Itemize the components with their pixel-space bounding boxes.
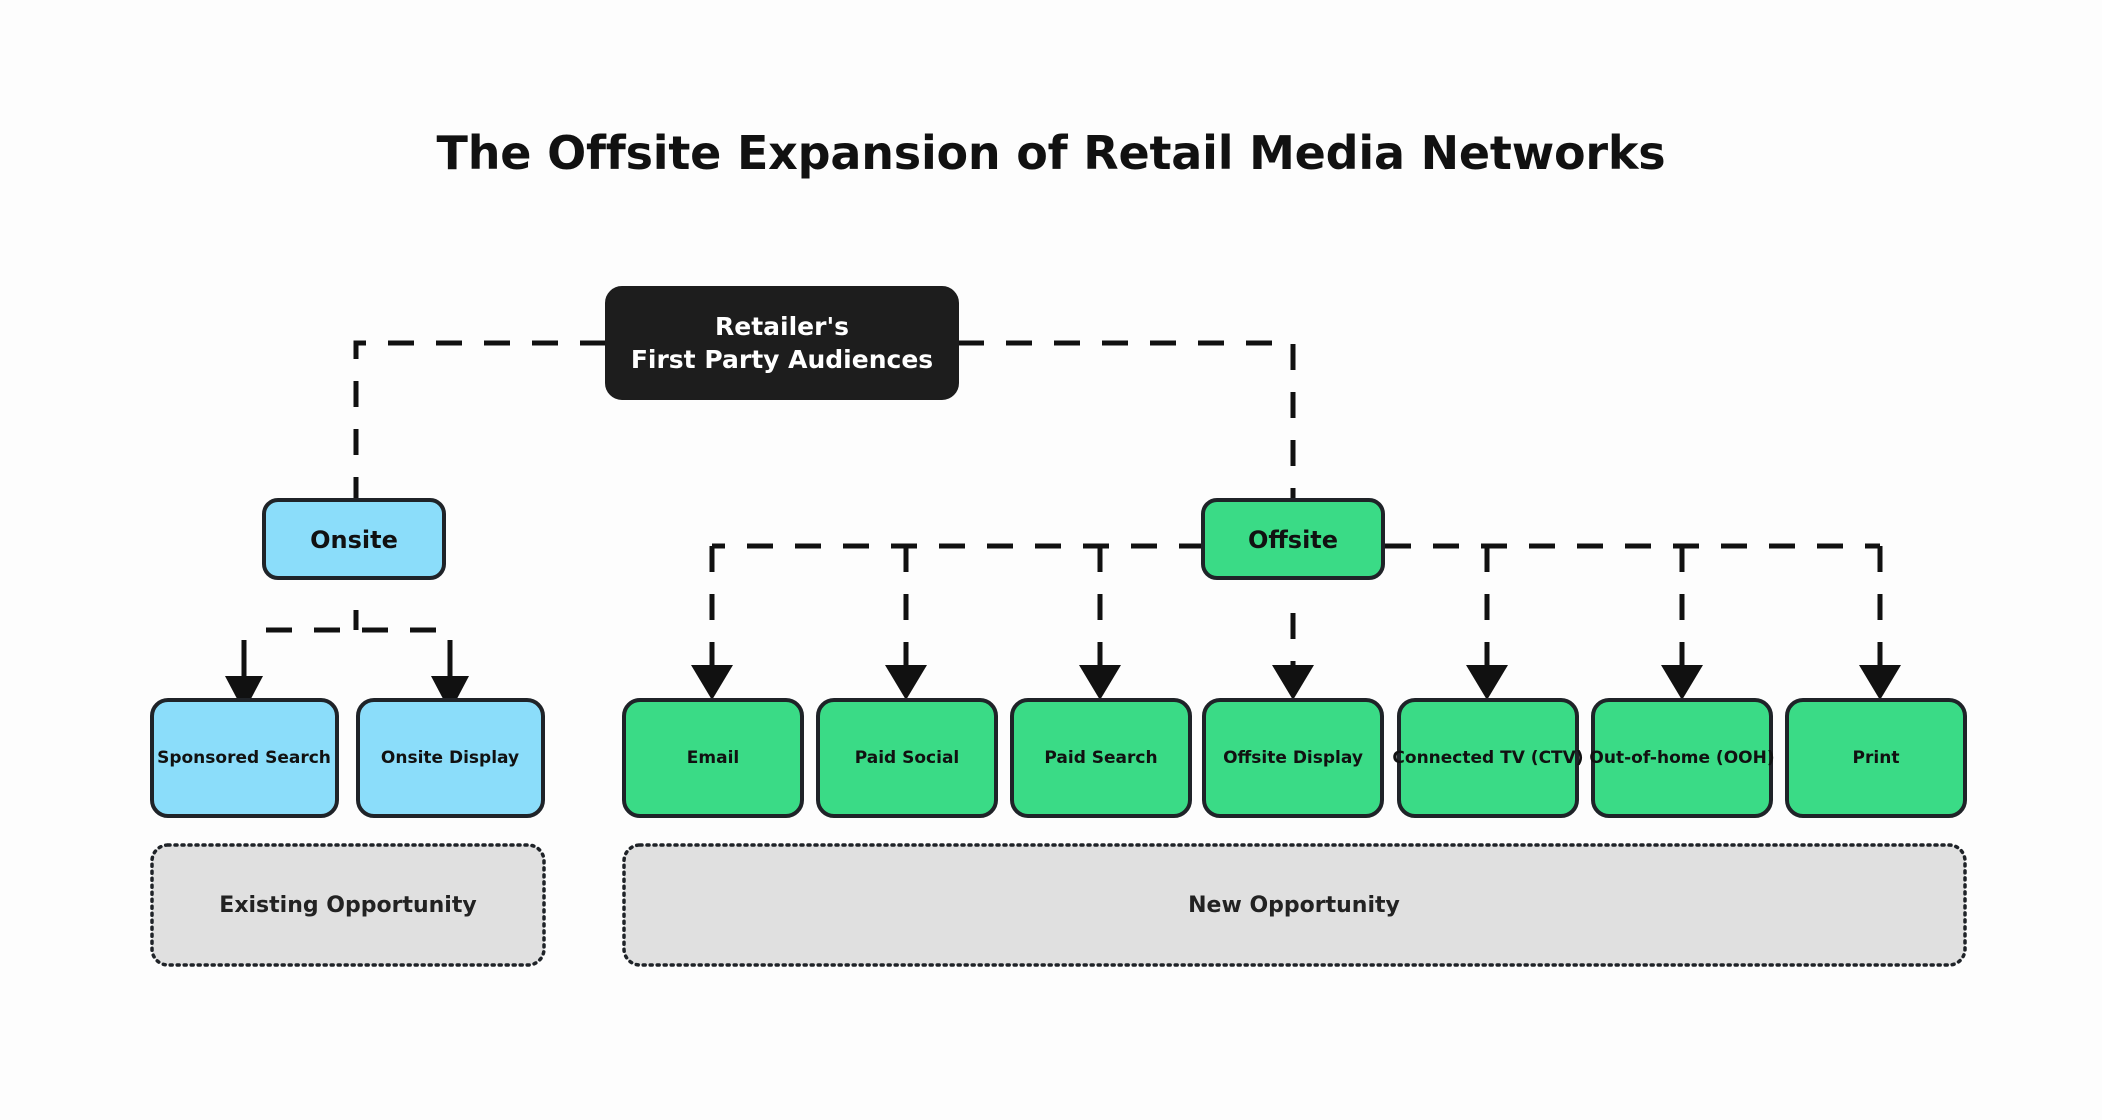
edge-root-to-onsite xyxy=(353,340,606,498)
root-node-label-line2: First Party Audiences xyxy=(631,345,933,374)
arrowhead-connected-tv xyxy=(1466,665,1508,700)
root-node-label-line1: Retailer's xyxy=(715,312,849,341)
node-onsite[interactable]: Onsite xyxy=(262,498,446,580)
arrowhead-paid-search xyxy=(1079,665,1121,700)
arrowhead-email xyxy=(691,665,733,700)
legend-new-opportunity: New Opportunity xyxy=(622,843,1967,967)
paid-social-label: Paid Social xyxy=(855,748,960,768)
node-onsite-display[interactable]: Onsite Display xyxy=(356,698,545,818)
node-paid-social[interactable]: Paid Social xyxy=(816,698,998,818)
arrowhead-print xyxy=(1859,665,1901,700)
onsite-label: Onsite xyxy=(310,526,398,554)
edge-offsite-bus-right xyxy=(1385,543,1883,675)
node-connected-tv[interactable]: Connected TV (CTV) xyxy=(1392,698,1584,818)
node-paid-search[interactable]: Paid Search xyxy=(1010,698,1192,818)
arrowhead-offsite-display xyxy=(1272,665,1314,700)
page-title: The Offsite Expansion of Retail Media Ne… xyxy=(436,126,1666,180)
arrowhead-out-of-home xyxy=(1661,665,1703,700)
edge-onsite-to-onsite-display xyxy=(431,640,469,712)
node-print[interactable]: Print xyxy=(1785,698,1967,818)
legend-existing-opportunity: Existing Opportunity xyxy=(150,843,546,967)
node-offsite-display[interactable]: Offsite Display xyxy=(1202,698,1384,818)
node-retailer-first-party-audiences[interactable]: Retailer's First Party Audiences xyxy=(605,286,959,400)
email-label: Email xyxy=(687,748,739,768)
node-sponsored-search[interactable]: Sponsored Search xyxy=(150,698,339,818)
offsite-label: Offsite xyxy=(1248,526,1338,554)
node-out-of-home[interactable]: Out-of-home (OOH) xyxy=(1589,698,1775,818)
arrowhead-paid-social xyxy=(885,665,927,700)
edge-onsite-bus xyxy=(266,610,448,633)
print-label: Print xyxy=(1853,748,1900,768)
edge-onsite-to-sponsored-search xyxy=(225,640,263,712)
new-opportunity-label: New Opportunity xyxy=(1188,893,1400,918)
sponsored-search-label: Sponsored Search xyxy=(157,748,331,768)
node-email[interactable]: Email xyxy=(622,698,804,818)
edge-root-to-offsite xyxy=(958,340,1296,498)
node-offsite[interactable]: Offsite xyxy=(1201,498,1385,580)
edge-offsite-bus-left xyxy=(709,543,1205,675)
paid-search-label: Paid Search xyxy=(1044,748,1157,768)
out-of-home-label: Out-of-home (OOH) xyxy=(1589,748,1774,768)
offsite-display-label: Offsite Display xyxy=(1223,748,1363,768)
connected-tv-label: Connected TV (CTV) xyxy=(1392,748,1583,768)
onsite-display-label: Onsite Display xyxy=(381,748,519,768)
existing-opportunity-label: Existing Opportunity xyxy=(219,893,476,918)
